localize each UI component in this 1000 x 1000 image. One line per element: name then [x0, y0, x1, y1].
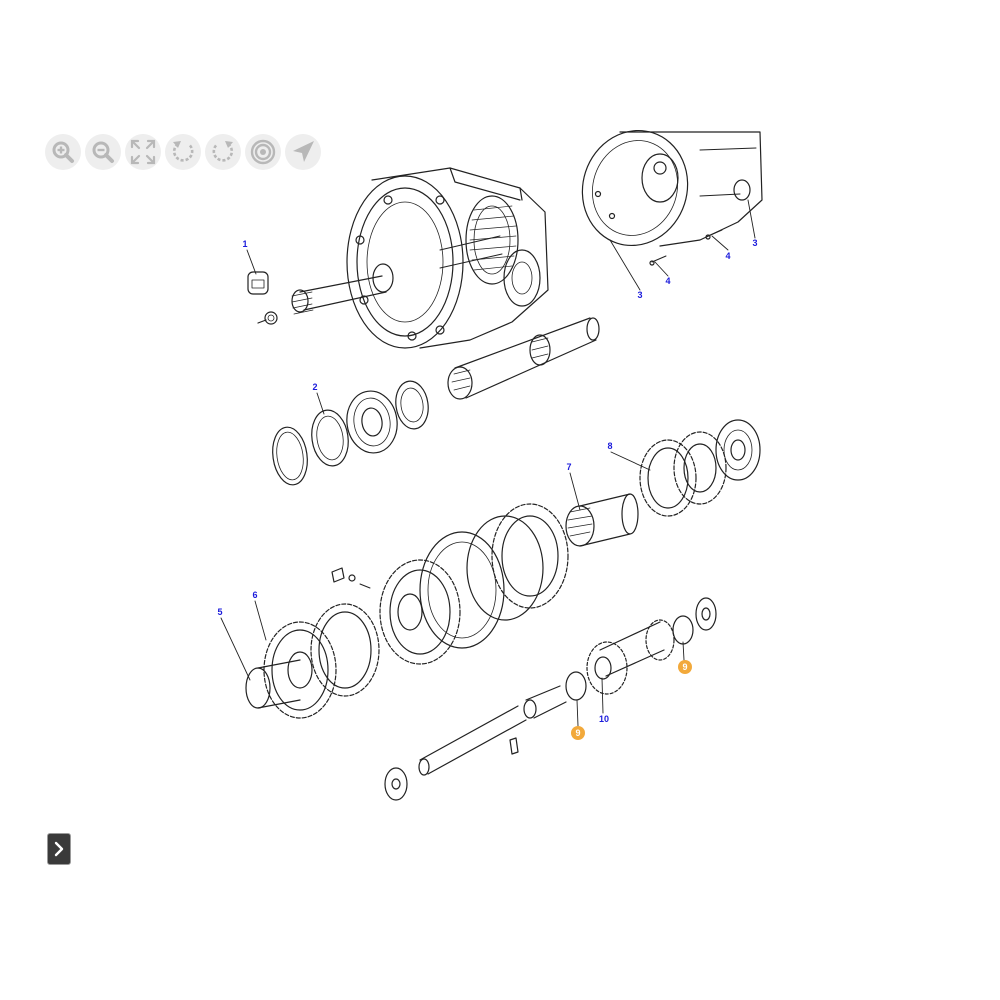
callout-2[interactable]: 2	[312, 382, 317, 392]
rotate-right-button[interactable]	[205, 134, 241, 170]
main-shaft-illustration	[447, 317, 600, 400]
callout-leader-lines	[220, 199, 756, 727]
pointer-icon	[293, 141, 314, 162]
callout-7[interactable]: 7	[566, 462, 571, 472]
gear-with-bearing-illustration	[639, 419, 761, 517]
callout-3b[interactable]: 3	[752, 238, 757, 248]
expand-panel-button[interactable]	[47, 833, 71, 865]
highlight-badge	[678, 660, 692, 674]
pointer-button[interactable]	[285, 134, 321, 170]
rotate-left-button[interactable]	[165, 134, 201, 170]
viewer-toolbar	[45, 134, 325, 174]
callout-3a[interactable]: 3	[637, 290, 642, 300]
callout-10[interactable]: 10	[599, 714, 609, 724]
zoom-in-button[interactable]	[45, 134, 81, 170]
fit-screen-icon	[130, 139, 156, 165]
rotate-left-icon	[172, 141, 194, 162]
callout-9b[interactable]: 9	[571, 726, 585, 740]
reverse-idler-illustration	[384, 597, 717, 801]
gearbox-housing-illustration	[346, 167, 549, 349]
fit-to-screen-button[interactable]	[125, 134, 161, 170]
target-icon	[250, 139, 276, 165]
rotate-right-icon	[212, 141, 234, 162]
gear-cluster-illustration	[245, 503, 569, 719]
chevron-right-icon	[54, 841, 64, 857]
callout-4a[interactable]: 4	[665, 276, 670, 286]
callout-5[interactable]: 5	[217, 607, 222, 617]
zoom-out-button[interactable]	[85, 134, 121, 170]
callout-9a-label: 9	[682, 662, 687, 672]
callout-8[interactable]: 8	[607, 441, 612, 451]
callout-9b-label: 9	[575, 728, 580, 738]
zoom-in-icon	[52, 141, 74, 163]
zoom-out-icon	[92, 141, 114, 163]
callout-6[interactable]: 6	[252, 590, 257, 600]
callout-labels: 1 2 3 3 3 4 4 5 6 7 8 9 9 10	[217, 238, 758, 740]
reset-view-button[interactable]	[245, 134, 281, 170]
callout-4b[interactable]: 4	[725, 251, 730, 261]
highlight-badge	[571, 726, 585, 740]
bearing-shaft-illustration	[565, 493, 639, 547]
input-shaft-illustration	[247, 271, 387, 325]
bearing-and-rings-illustration	[272, 380, 429, 486]
bell-housing-illustration	[581, 129, 763, 266]
callout-1[interactable]: 1	[242, 239, 247, 249]
callout-9a[interactable]: 9	[678, 660, 692, 674]
